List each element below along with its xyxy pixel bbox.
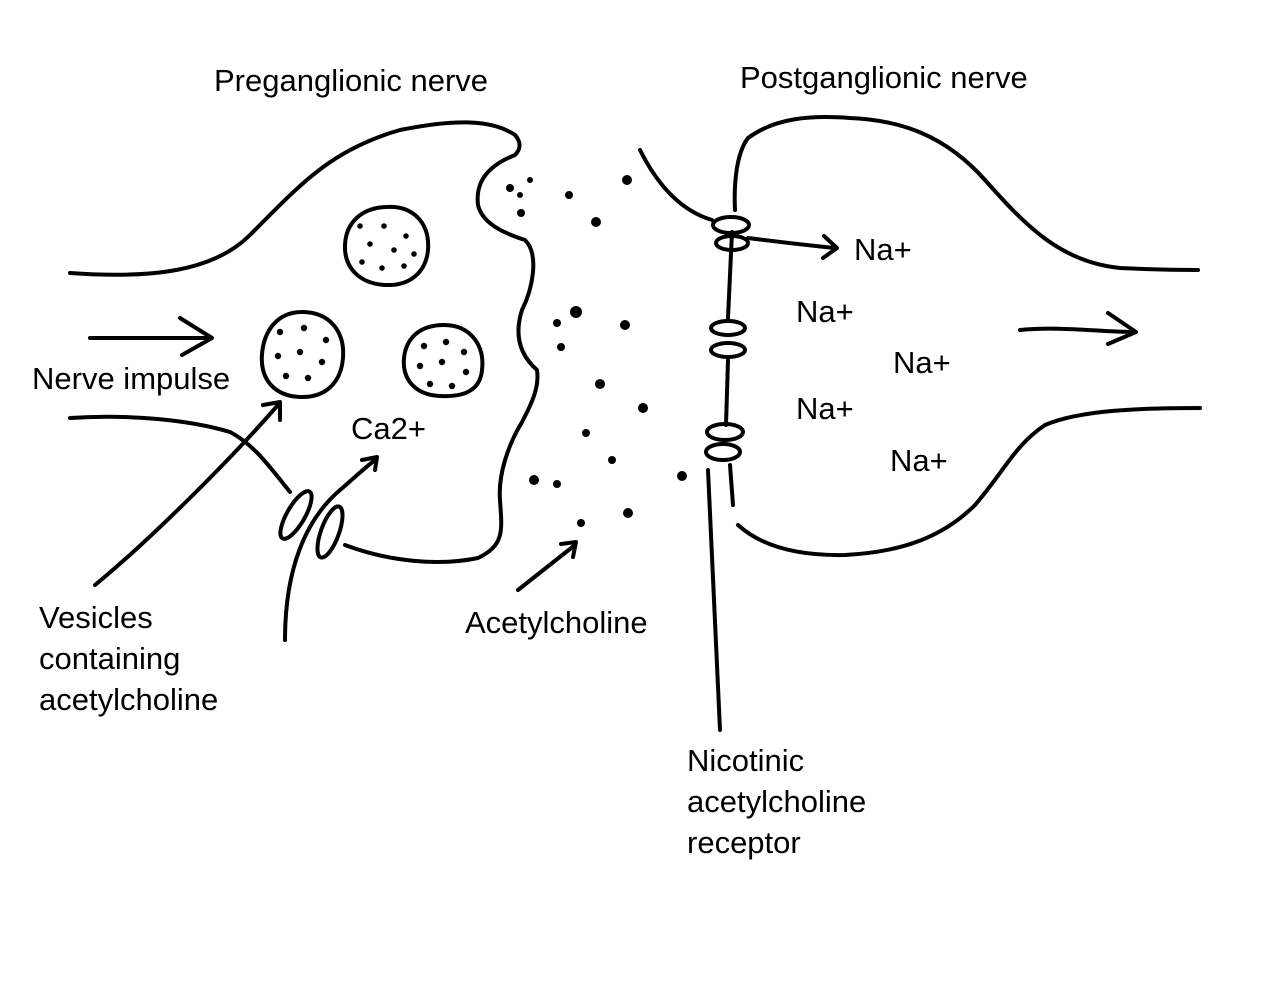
vesicles-label: Vesicles containing acetylcholine xyxy=(39,597,218,720)
vesicles-pointer-arrow xyxy=(93,400,282,587)
receptor-pointer-line xyxy=(706,468,722,732)
postsynaptic-membrane-cleft xyxy=(726,230,734,320)
postsynaptic-membrane-cleft-2 xyxy=(724,358,730,427)
acetylcholine-pointer-arrow xyxy=(516,540,578,592)
presynaptic-membrane-upper xyxy=(68,120,540,564)
calcium-channel xyxy=(278,489,345,560)
vesicles-label-line-1: Vesicles xyxy=(39,600,153,635)
vesicles-label-line-3: acetylcholine xyxy=(39,682,219,717)
sodium-label-2: Na+ xyxy=(796,294,854,329)
vesicle-left xyxy=(259,310,346,400)
postsynaptic-neuron xyxy=(638,115,1202,558)
vesicle-top xyxy=(342,204,431,288)
nerve-impulse-label: Nerve impulse xyxy=(32,361,231,396)
nerve-impulse-arrow-out xyxy=(1018,311,1138,346)
sodium-label-5: Na+ xyxy=(890,443,948,478)
vesicle-right xyxy=(401,323,485,399)
nicotinic-receptors xyxy=(704,215,751,462)
receptor-label-line-2: acetylcholine xyxy=(687,784,867,819)
postsynaptic-membrane-upper xyxy=(732,115,1200,272)
receptor-label-line-1: Nicotinic xyxy=(687,743,805,778)
calcium-influx-arrow xyxy=(283,455,379,642)
calcium-label: Ca2+ xyxy=(351,411,426,446)
sodium-label-1: Na+ xyxy=(854,232,912,267)
sodium-label-4: Na+ xyxy=(796,391,854,426)
sodium-influx-arrow xyxy=(746,234,839,260)
preganglionic-nerve-label: Preganglionic nerve xyxy=(214,63,489,98)
vesicles-label-line-2: containing xyxy=(39,641,181,676)
postsynaptic-membrane-lower xyxy=(736,406,1202,558)
postsynaptic-membrane-cleft-3 xyxy=(728,463,735,507)
receptor-label: Nicotinic acetylcholine receptor xyxy=(687,740,866,863)
presynaptic-membrane-lower xyxy=(68,414,292,494)
receptor-label-line-3: receptor xyxy=(687,825,801,860)
sodium-label-3: Na+ xyxy=(893,345,951,380)
acetylcholine-molecules xyxy=(506,175,687,527)
presynaptic-terminal xyxy=(68,120,540,564)
postganglionic-nerve-label: Postganglionic nerve xyxy=(740,60,1028,95)
postsynaptic-membrane-top xyxy=(638,148,714,222)
nerve-impulse-arrow-in xyxy=(88,316,214,357)
acetylcholine-label: Acetylcholine xyxy=(465,605,648,640)
